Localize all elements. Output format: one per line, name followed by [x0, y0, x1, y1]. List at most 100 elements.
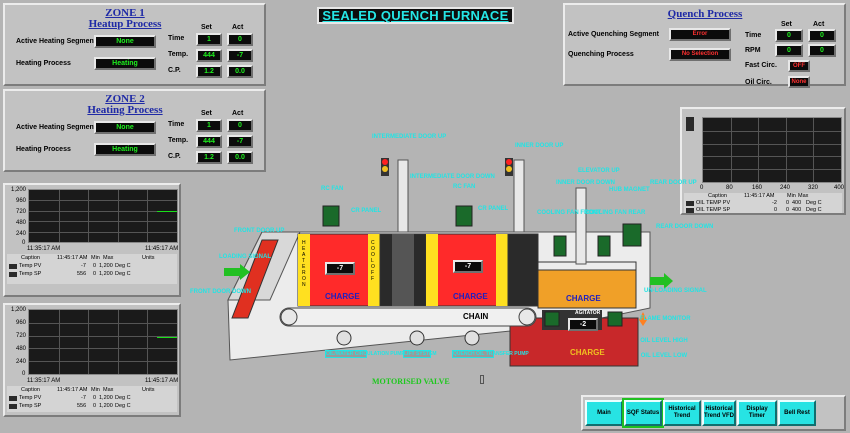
flame-icon — [639, 312, 647, 326]
quench-col-set: Set — [781, 21, 792, 28]
zone1-col-act: Act — [232, 24, 244, 31]
cooling-fan-front-icon — [553, 235, 567, 257]
rc-fan-1-icon — [322, 205, 340, 227]
legend-head-max: Max — [798, 193, 809, 199]
label-rear-door-up: REAR DOOR UP — [650, 180, 697, 186]
trend-left-1-ytick: 0 — [22, 240, 26, 246]
nav-historical-trend-button[interactable]: Historical Trend — [663, 400, 701, 426]
legend-row-max: 1,200 — [99, 271, 113, 277]
legend-row-value: 0 — [774, 207, 778, 213]
agitator-motor-2 — [607, 311, 623, 327]
zone2-panel: ZONE 2 Heating Process Active Heating Se… — [3, 89, 266, 172]
zone1-cp-set: 1.2 — [196, 65, 222, 78]
signal-lamp-1-amber — [382, 166, 388, 172]
trend-left-2-sp-line — [157, 336, 177, 338]
label-cooling-fan-rear: COOLING FAN REAR — [585, 210, 646, 216]
nav-historical-trend-vfd-button[interactable]: Historical Trend VFD — [702, 400, 736, 426]
zone1-cp-act: 0.0 — [227, 65, 253, 78]
legend-row-min: 0 — [93, 263, 97, 269]
zone2-heater-bar-1 — [426, 234, 438, 306]
quench-fast-label: Fast Circ. — [745, 62, 777, 69]
signal-lamp-2-red — [506, 159, 512, 165]
legend-row-min: 0 — [93, 395, 97, 401]
zone1-proc-label: Heating Process — [16, 60, 71, 67]
legend-row-units: Deg C — [115, 403, 131, 409]
intermediate-door-inner — [392, 234, 414, 306]
legend-head-time: 11:45:17 AM — [57, 255, 88, 261]
trend-right-plot — [702, 117, 842, 183]
quench-fast-value: OFF — [788, 60, 810, 72]
nav-sqf-status-button[interactable]: SQF Status — [622, 398, 664, 428]
zone2-cp-label: C.P. — [168, 153, 181, 160]
legend-head-caption: Caption — [21, 387, 40, 393]
front-door-hatch — [231, 239, 279, 319]
legend-head-min: Min — [91, 387, 100, 393]
legend-row-caption: OIL TEMP SP — [696, 207, 731, 213]
zone2-proc-value: Heating — [94, 143, 156, 156]
zone2-temp-label: Temp. — [168, 137, 189, 144]
legend-row-min: 0 — [93, 271, 97, 277]
trend-right-xtick: 80 — [726, 185, 733, 191]
legend-head-caption: Caption — [708, 193, 727, 199]
label-rc-fan-2: RC FAN — [453, 184, 476, 190]
trend-right-xtick: 0 — [700, 185, 704, 191]
label-int-door-up: INTERMEDIATE DOOR UP — [372, 134, 447, 140]
page-title: SEALED QUENCH FURNACE — [317, 7, 514, 24]
zone2-title-line2: Heating Process — [87, 104, 163, 116]
label-int-door-down: INTERMEDIATE DOOR DOWN — [410, 174, 495, 180]
trend-left-1-tend: 11:45:17 AM — [145, 246, 179, 252]
intermediate-door-cylinder — [397, 159, 409, 233]
valve-indicator-icon — [480, 375, 484, 384]
label-rear-door-down: REAR DOOR DOWN — [656, 224, 714, 230]
label-loading-signal: LOADING SIGNAL — [219, 254, 271, 260]
elevator-cylinder — [575, 187, 587, 265]
legend-row-max: 1,200 — [99, 403, 113, 409]
elevator-frame — [537, 261, 637, 271]
zone1-title-line1: ZONE 1 — [105, 7, 145, 19]
loading-arrow-icon — [224, 264, 250, 280]
legend-row-value: 556 — [77, 271, 87, 277]
label-unloading-signal: UN-LOADING SIGNAL — [644, 288, 707, 294]
zone1-title: ZONE 1 Heatup Process — [75, 8, 175, 30]
trend-right-xtick: 160 — [752, 185, 763, 191]
agitator-motor-1 — [544, 311, 560, 327]
nav-bell-rest-button[interactable]: Bell Rest — [778, 400, 816, 426]
pump-1-icon — [336, 330, 352, 346]
zone1-heater-bar-2 — [368, 234, 380, 306]
nav-main-button[interactable]: Main — [585, 400, 623, 426]
zone2-temp-act: -7 — [227, 135, 253, 148]
signal-lamp-2-amber — [506, 166, 512, 172]
quench-time-act: 0 — [808, 29, 836, 42]
signal-lamp-1-red — [382, 159, 388, 165]
quench-rpm-set: 0 — [775, 44, 803, 57]
quench-time-label: Time — [745, 32, 762, 39]
trend-left-2-ytick: 0 — [22, 371, 26, 377]
trend-left-2-plot — [28, 309, 178, 375]
zone2-cp-set: 1.2 — [196, 151, 222, 164]
pump-3-label: QUENCH OIL TRANSFER PUMP — [452, 350, 529, 358]
label-front-door-down: FRONT DOOR DOWN — [190, 289, 251, 295]
label-inner-door-up: INNER DOOR UP — [515, 143, 564, 149]
zone1-heater-bar-1 — [298, 234, 310, 306]
trend-left-2-ytick: 1,200 — [11, 307, 27, 313]
elevator-charge-label: CHARGE — [566, 294, 601, 303]
rc-fan-2-icon — [455, 205, 473, 227]
label-cooling-fan-front: COOLING FAN FRONT — [537, 210, 601, 216]
trend-right-scroll-handle[interactable] — [686, 117, 694, 131]
quench-proc-label: Quenching Process — [568, 51, 634, 58]
trend-left-1-tstart: 11:35:17 AM — [27, 246, 61, 252]
trend-right: 0 80 160 240 320 400 Caption 11:45:17 AM… — [680, 107, 846, 215]
trend-left-2-ytick: 720 — [16, 333, 27, 339]
legend-head-time: 11:45:17 AM — [744, 193, 775, 199]
legend-row-units: Deg C — [115, 263, 131, 269]
zone2-col-set: Set — [201, 110, 212, 117]
zone2-charge-label: CHARGE — [453, 292, 488, 301]
trend-left-2: 1,200 960 720 480 240 0 11:35:17 AM 11:4… — [3, 303, 181, 417]
nav-display-timer-button[interactable]: Display Timer — [737, 400, 777, 426]
zone2-cp-act: 0.0 — [227, 151, 253, 164]
legend-row-units: Deg C — [115, 271, 131, 277]
quench-seg-label: Active Quenching Segment — [568, 31, 660, 38]
zone1-heater-tag: H E A T E R O N — [302, 240, 306, 288]
label-cr-panel-1: CR PANEL — [351, 208, 382, 214]
zone1-temp-label: Temp. — [168, 51, 189, 58]
